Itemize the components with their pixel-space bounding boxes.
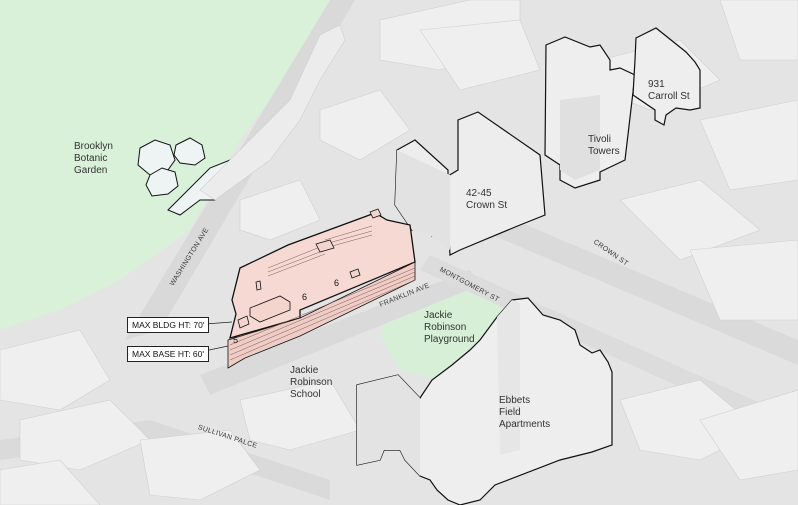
callout-max-building-height: MAX BLDG HT: 70' bbox=[127, 317, 210, 333]
botanic-garden-park bbox=[0, 0, 345, 330]
label-jackie-robinson-school: Jackie Robinson School bbox=[290, 365, 333, 400]
label-brooklyn-botanic-garden: Brooklyn Botanic Garden bbox=[74, 141, 113, 176]
story-count: 6 bbox=[302, 292, 308, 302]
label-tivoli-towers: Tivoli Towers bbox=[588, 134, 620, 157]
callout-max-base-height: MAX BASE HT: 60' bbox=[127, 346, 210, 362]
story-count: 5 bbox=[233, 335, 239, 345]
label-931-carroll-st: 931 Carroll St bbox=[648, 79, 690, 102]
carroll-st-building bbox=[632, 27, 701, 126]
proposed-development bbox=[227, 208, 416, 369]
story-count: 6 bbox=[334, 278, 340, 288]
label-jackie-robinson-playground: Jackie Robinson Playground bbox=[424, 310, 475, 345]
label-42-45-crown-st: 42-45 Crown St bbox=[466, 188, 508, 211]
franklin-ave-road bbox=[200, 270, 480, 395]
label-ebbets-field-apartments: Ebbets Field Apartments bbox=[499, 395, 551, 430]
